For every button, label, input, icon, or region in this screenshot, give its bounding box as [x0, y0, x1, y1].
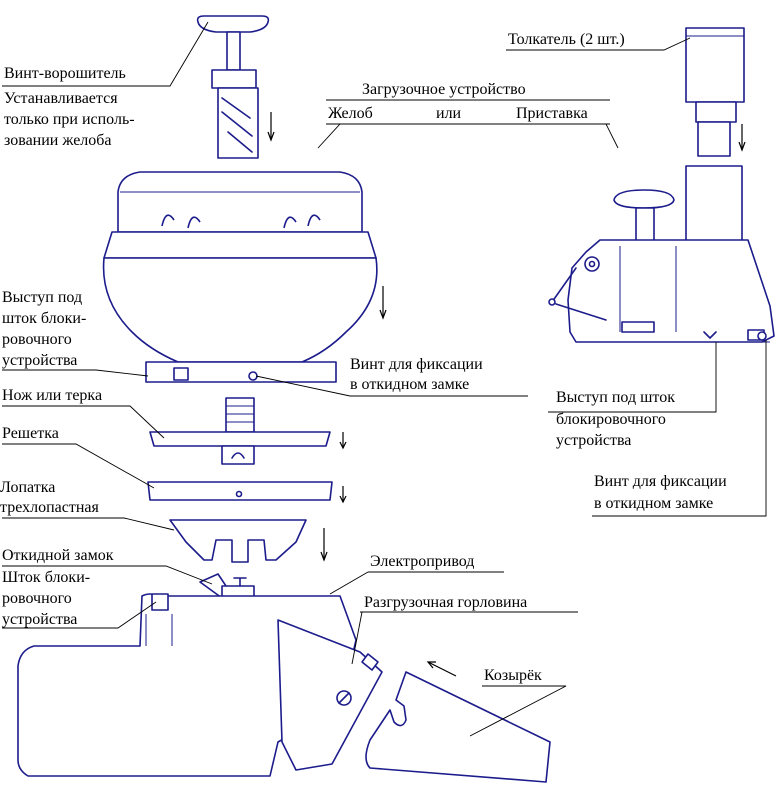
label-blade-1: Лопатка	[0, 479, 56, 496]
outlet-neck	[277, 619, 383, 771]
label-rod-2: ровочного	[2, 590, 72, 607]
electric-drive	[17, 593, 357, 777]
grid-down-arrow	[339, 432, 347, 450]
label-knife: Нож или терка	[2, 387, 103, 404]
grid-disc	[149, 431, 331, 465]
label-fix-screw-left-1: Винт для фиксации	[350, 356, 483, 373]
label-grid: Решетка	[2, 425, 59, 442]
visor	[365, 671, 551, 783]
label-loading-device: Загрузочное устройство	[362, 81, 526, 98]
label-chute: Желоб	[328, 105, 373, 122]
three-blade-paddle	[147, 481, 333, 501]
label-rod-1: Шток блоки-	[2, 569, 91, 586]
chute-hopper	[102, 171, 378, 383]
blade-down-arrow	[339, 486, 347, 504]
label-stirrer-note-3: зовании желоба	[4, 132, 112, 149]
label-lock-stud-right-1: Выступ под шток	[556, 389, 675, 406]
paddle-body	[169, 519, 307, 563]
label-attachment: Приставка	[516, 105, 588, 122]
stirrer-down-arrow	[267, 112, 275, 142]
label-fix-screw-right-2: в откидном замке	[594, 495, 714, 512]
label-latch: Откидной замок	[2, 547, 114, 564]
label-rod-3: устройства	[2, 611, 78, 628]
leader-lines	[2, 21, 767, 737]
pusher-down-arrow	[738, 124, 746, 152]
label-lock-stud-left-2: шток блоки-	[2, 310, 87, 327]
label-lock-stud-left-4: устройства	[2, 352, 78, 369]
label-blade-2: трехлопастная	[0, 499, 99, 516]
label-visor: Козырёк	[484, 667, 542, 684]
label-fix-screw-right-1: Винт для фиксации	[594, 473, 727, 490]
label-lock-stud-right-2: блокировочного	[556, 411, 666, 428]
visor-arrow	[426, 661, 457, 677]
loading-attachment	[548, 165, 775, 343]
chute-down-arrow	[379, 286, 387, 320]
paddle-down-arrow	[320, 528, 328, 562]
label-lock-stud-right-3: устройства	[556, 432, 632, 449]
label-or: или	[436, 105, 462, 122]
knife-shaft	[225, 397, 255, 433]
stirrer-screw	[196, 15, 270, 159]
label-stirrer-note-2: только при исполь-	[4, 111, 135, 128]
label-pusher: Толкатель (2 шт.)	[508, 31, 625, 48]
label-stirrer-note-1: Устанавливается	[4, 90, 118, 107]
label-outlet: Разгрузочная горловина	[364, 594, 528, 611]
pusher	[685, 27, 745, 157]
label-fix-screw-left-2: в откидном замке	[350, 376, 470, 393]
label-stirrer-screw: Винт-ворошитель	[4, 65, 126, 82]
label-lock-stud-left-3: ровочного	[2, 331, 72, 348]
label-motor: Электропривод	[370, 553, 475, 570]
label-lock-stud-left-1: Выступ под	[2, 289, 83, 306]
